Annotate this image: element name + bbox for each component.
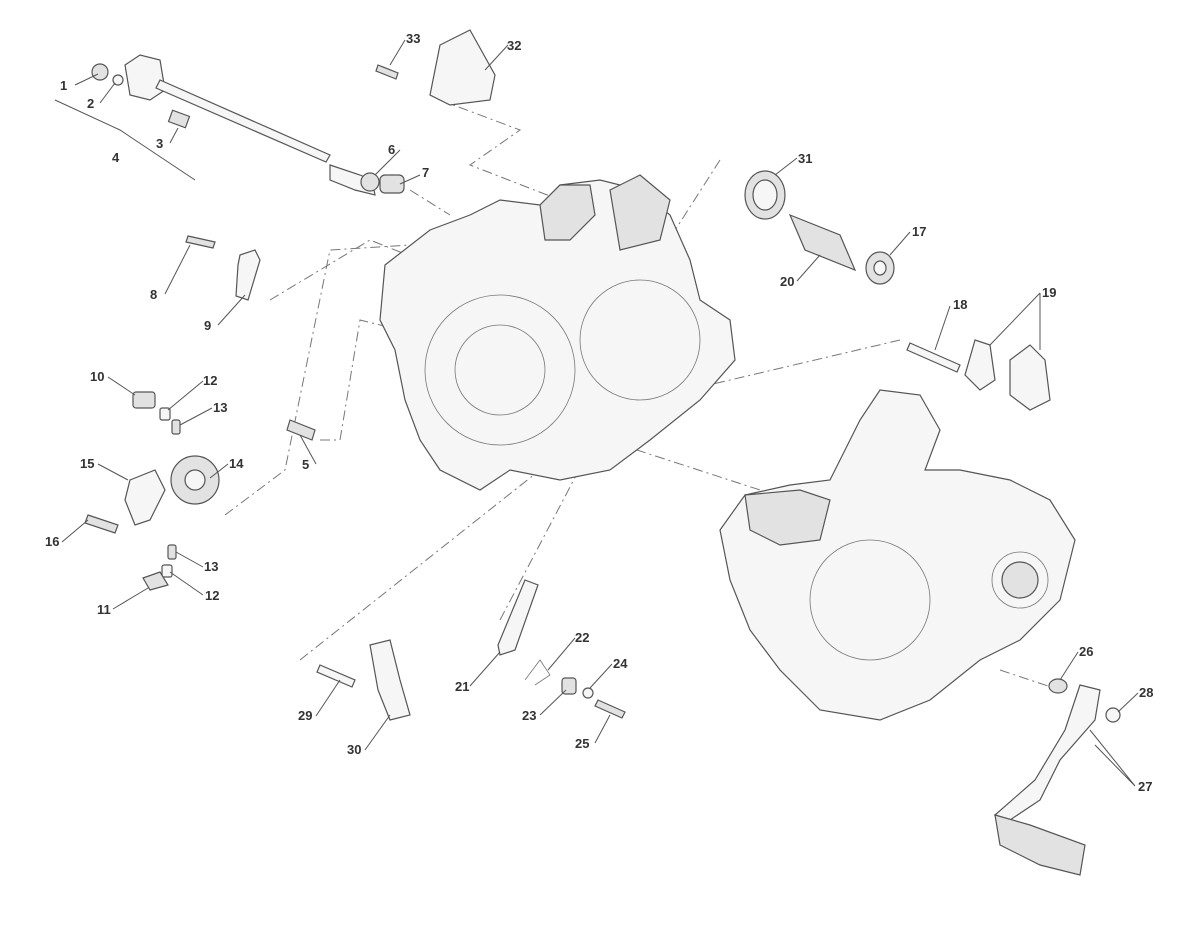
callout-23: 23 [522, 708, 536, 723]
shift-shaft-assembly [54, 54, 331, 181]
callout-22: 22 [575, 630, 589, 645]
callout-9: 9 [204, 318, 211, 333]
left-crankcase [379, 174, 736, 491]
callout-26: 26 [1079, 644, 1093, 659]
callout-16: 16 [45, 534, 59, 549]
callout-17: 17 [912, 224, 926, 239]
gear-pedal-assembly [993, 678, 1121, 876]
callout-13-top: 13 [213, 400, 227, 415]
callout-3: 3 [156, 136, 163, 151]
callout-24: 24 [613, 656, 628, 671]
callout-30: 30 [347, 742, 361, 757]
callout-28: 28 [1139, 685, 1153, 700]
fork-shaft-and-forks [906, 339, 1051, 411]
spring-6-bushing-7 [329, 164, 405, 196]
shift-lever-parts [497, 579, 626, 719]
callout-10: 10 [90, 369, 104, 384]
bolt-8-plate-9 [185, 235, 261, 301]
callout-1: 1 [60, 78, 67, 93]
callout-13-bottom: 13 [204, 559, 218, 574]
callout-20: 20 [780, 274, 794, 289]
callout-5: 5 [302, 457, 309, 472]
callout-18: 18 [953, 297, 967, 312]
callout-11: 11 [97, 602, 111, 617]
callout-19: 19 [1042, 285, 1056, 300]
leader-lines [61, 39, 1139, 787]
callout-15: 15 [80, 456, 94, 471]
callout-25: 25 [575, 736, 589, 751]
callout-14: 14 [229, 456, 244, 471]
right-crankcase [719, 389, 1076, 721]
callout-labels: 1 2 3 4 5 6 7 8 9 10 11 12 12 13 13 14 1… [45, 31, 1153, 794]
callout-21: 21 [455, 679, 469, 694]
detent-assembly [84, 391, 316, 591]
callout-7: 7 [422, 165, 429, 180]
callout-29: 29 [298, 708, 312, 723]
callout-33: 33 [406, 31, 420, 46]
callout-4: 4 [112, 150, 120, 165]
callout-6: 6 [388, 142, 395, 157]
callout-12-top: 12 [203, 373, 217, 388]
fork-shaft-29-fork-30 [316, 639, 411, 721]
callout-12-bottom: 12 [205, 588, 219, 603]
callout-32: 32 [507, 38, 521, 53]
shift-drum-assembly [744, 170, 895, 285]
bolt-33-plate-32 [375, 29, 496, 106]
callout-27: 27 [1138, 779, 1152, 794]
callout-2: 2 [87, 96, 94, 111]
callout-8: 8 [150, 287, 157, 302]
callout-31: 31 [798, 151, 812, 166]
